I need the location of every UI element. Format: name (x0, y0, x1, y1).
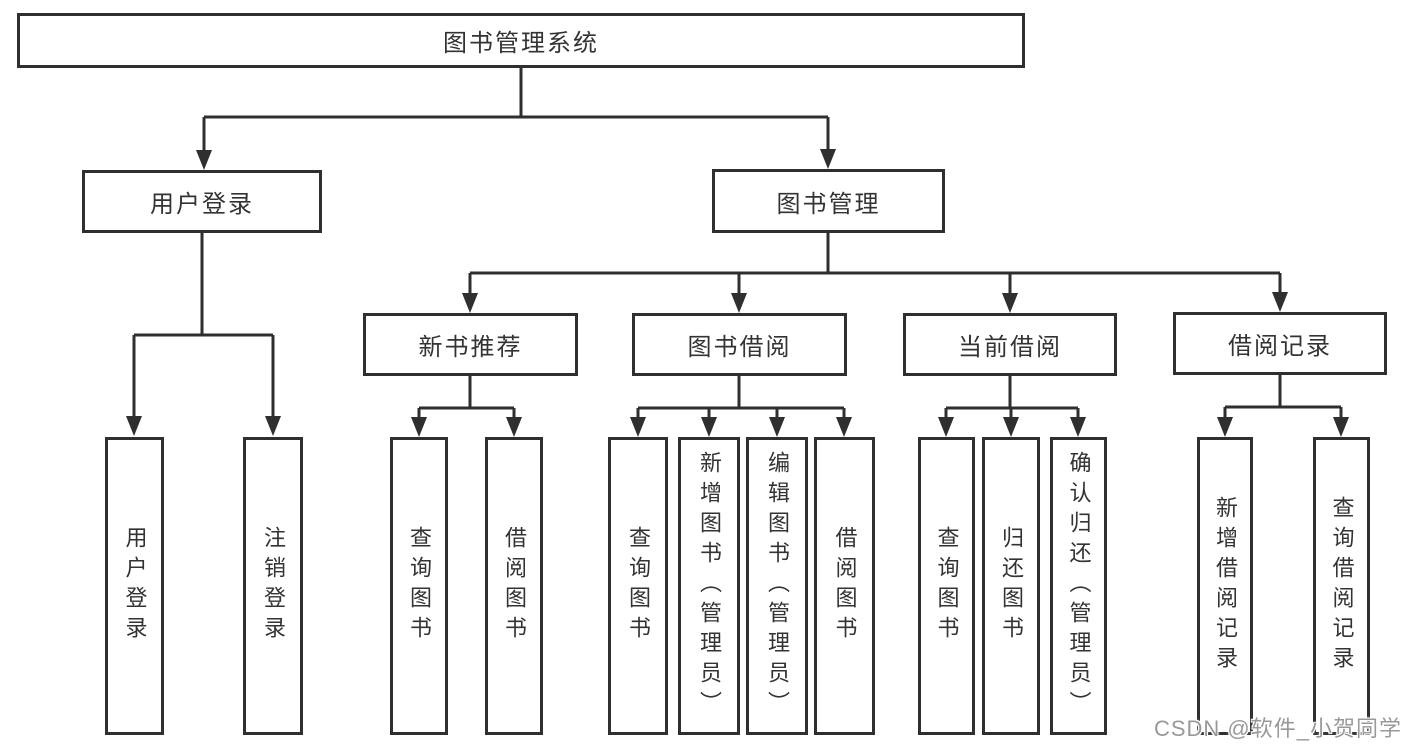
leaf-recommend-query-book-label: 查询图书 (407, 526, 432, 646)
leaf-record-add: 新增借阅记录 (1197, 437, 1253, 735)
arrowheads (126, 149, 1349, 437)
node-current-borrow-label: 当前借阅 (958, 334, 1062, 361)
node-borrow-record: 借阅记录 (1173, 312, 1387, 375)
node-book-manage: 图书管理 (712, 169, 945, 233)
leaf-current-return-book: 归还图书 (982, 437, 1040, 735)
leaf-current-confirm-return-admin-label: 确认归还（管理员） (1066, 451, 1092, 721)
leaf-borrow-add-book-admin-label: 新增图书（管理员） (697, 451, 722, 721)
node-root-label: 图书管理系统 (443, 30, 599, 57)
node-current-borrow: 当前借阅 (903, 313, 1117, 376)
leaf-recommend-borrow-book-label: 借阅图书 (502, 526, 527, 646)
node-user-login-label: 用户登录 (150, 191, 254, 218)
leaf-borrow-borrow-book: 借阅图书 (814, 437, 875, 735)
leaf-borrow-query-book: 查询图书 (608, 437, 668, 735)
leaf-borrow-edit-book-admin-label: 编辑图书（管理员） (765, 451, 790, 721)
node-new-book-recommend: 新书推荐 (363, 313, 578, 376)
leaf-user-login-label: 用户登录 (122, 526, 148, 646)
leaf-current-confirm-return-admin: 确认归还（管理员） (1050, 437, 1107, 735)
leaf-borrow-borrow-book-label: 借阅图书 (832, 526, 858, 646)
leaf-user-login: 用户登录 (105, 437, 164, 735)
leaf-current-query-book: 查询图书 (918, 437, 975, 735)
leaf-record-add-label: 新增借阅记录 (1213, 496, 1238, 676)
leaf-borrow-add-book-admin: 新增图书（管理员） (678, 437, 740, 735)
leaf-record-query-label: 查询借阅记录 (1329, 496, 1355, 676)
node-user-login: 用户登录 (82, 170, 322, 233)
node-book-borrow: 图书借阅 (632, 313, 847, 376)
leaf-current-query-book-label: 查询图书 (934, 526, 960, 646)
leaf-record-query: 查询借阅记录 (1313, 437, 1370, 735)
leaf-borrow-query-book-label: 查询图书 (626, 526, 651, 646)
node-new-book-recommend-label: 新书推荐 (418, 334, 523, 361)
leaf-borrow-edit-book-admin: 编辑图书（管理员） (746, 437, 808, 735)
leaf-recommend-borrow-book: 借阅图书 (485, 437, 543, 735)
csdn-watermark: CSDN @软件_小贺同学 (1153, 716, 1402, 741)
node-root: 图书管理系统 (17, 13, 1025, 68)
leaf-current-return-book-label: 归还图书 (999, 526, 1024, 646)
leaf-logout-label: 注销登录 (261, 526, 286, 646)
leaf-recommend-query-book: 查询图书 (390, 437, 448, 735)
node-book-borrow-label: 图书借阅 (687, 334, 792, 361)
leaf-logout: 注销登录 (243, 437, 303, 735)
node-borrow-record-label: 借阅记录 (1228, 333, 1332, 360)
node-book-manage-label: 图书管理 (776, 190, 881, 218)
